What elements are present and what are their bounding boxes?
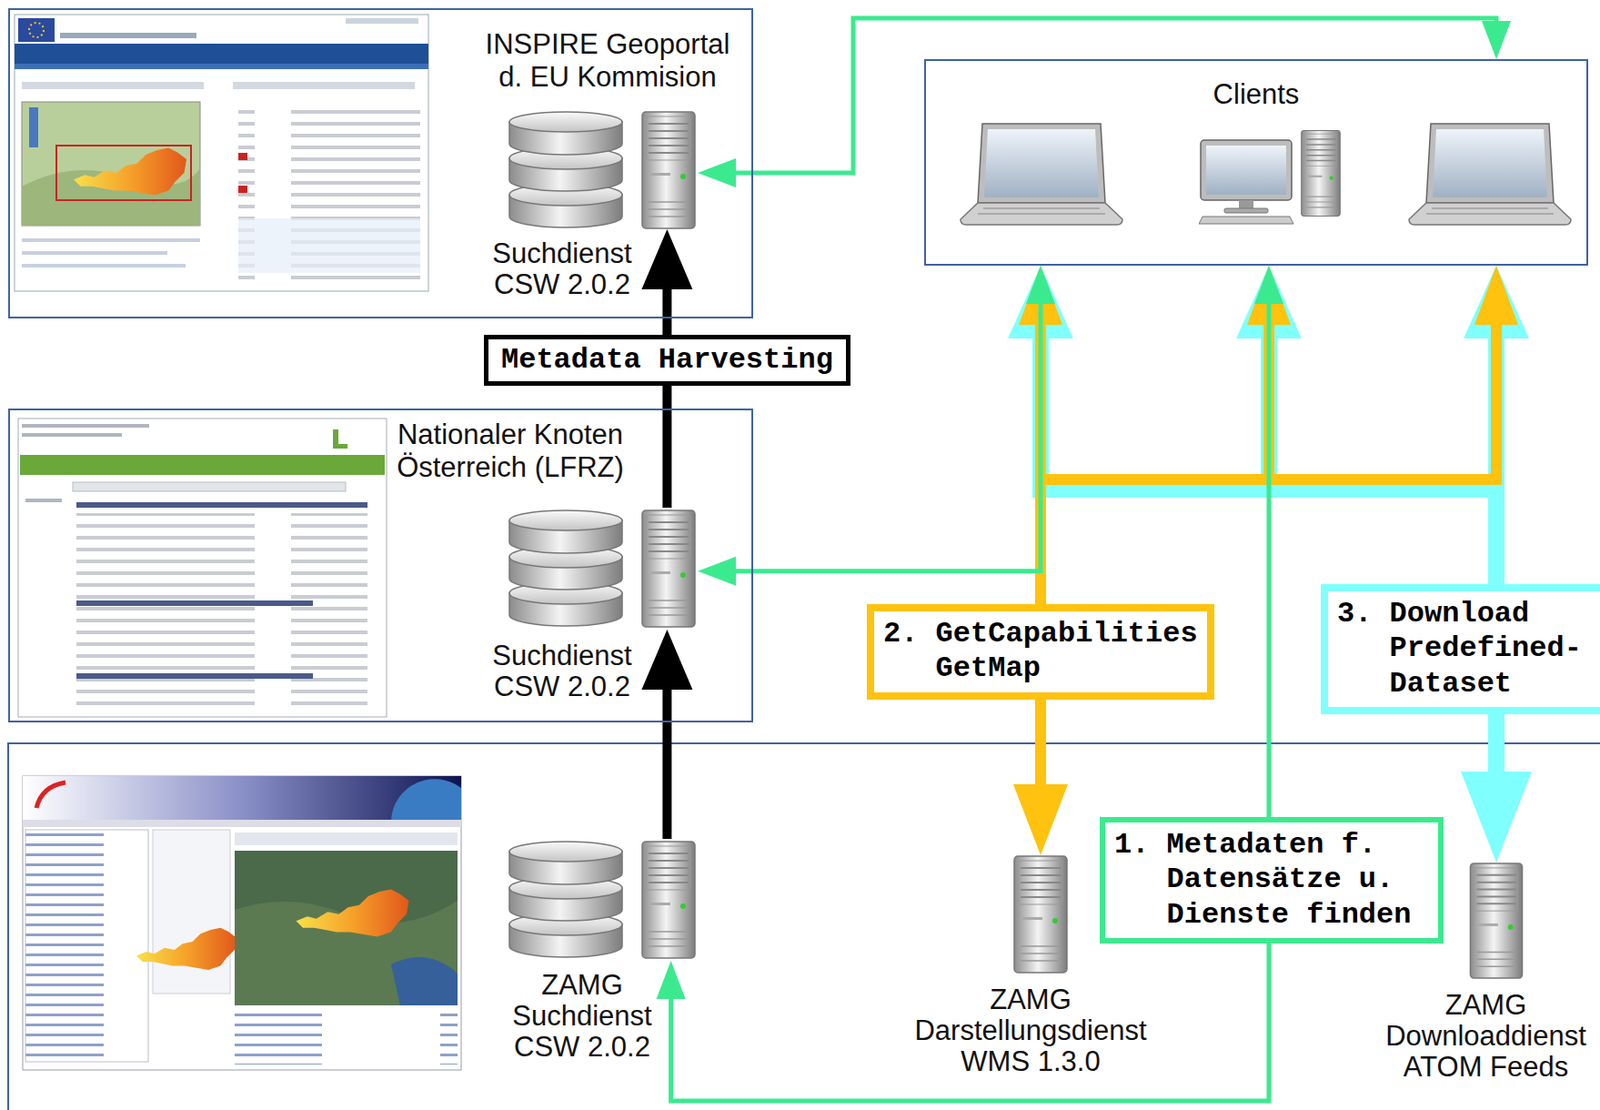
arrow-head <box>1460 771 1532 863</box>
service-label: ZAMG Suchdienst CSW 2.0.2 <box>504 969 660 1063</box>
service-label: Suchdienst CSW 2.0.2 <box>484 640 640 703</box>
connector-line <box>662 287 672 508</box>
database-icon <box>509 841 623 957</box>
desktop-icon <box>1198 130 1340 224</box>
arrow-head <box>641 229 693 290</box>
connector <box>697 265 1056 586</box>
download-branches <box>1007 265 1497 490</box>
search-service: Suchdienst CSW 2.0.2 <box>506 109 698 230</box>
node-title: Nationaler Knoten Österreich (LFRZ) <box>387 418 634 484</box>
service-label: ZAMG Downloaddienst ATOM Feeds <box>1378 989 1593 1083</box>
edge-label: 3. Download Predefined-Dataset <box>1320 583 1600 715</box>
arrow-head <box>1026 265 1056 304</box>
server-icons <box>509 111 1523 978</box>
portal-panel: Nationaler Knoten Österreich (LFRZ) Suchd… <box>8 408 754 723</box>
connector-line <box>662 687 672 839</box>
database-icon <box>509 510 623 626</box>
portal-panel: INSPIRE Geoportal d. EU KommisionSuchdie… <box>8 8 754 319</box>
search-service: ZAMG Suchdienst CSW 2.0.2 <box>506 838 698 961</box>
edge-label: Metadata Harvesting <box>483 334 851 386</box>
laptop-icon <box>1408 123 1571 225</box>
arrow-head <box>697 158 736 188</box>
zamg-portal-screenshot <box>22 775 462 1070</box>
arrow-head <box>641 629 693 690</box>
node-title: Clients <box>925 78 1587 111</box>
connector-line <box>671 301 1269 1101</box>
client-group: Clients <box>924 59 1589 266</box>
view-service: ZAMG Darstellungsdienst WMS 1.3.0 <box>1013 855 1068 974</box>
search-service: Suchdienst CSW 2.0.2 <box>506 507 698 630</box>
arrow-head <box>1481 20 1511 60</box>
arrow-head <box>1013 784 1068 856</box>
server-icon <box>642 841 695 958</box>
edge-label: 1. Metadaten f. Datensätze u. Dienste fi… <box>1099 816 1444 944</box>
node-title: INSPIRE Geoportal d. EU Kommision <box>475 28 740 94</box>
connector <box>656 265 1284 1101</box>
service-label: ZAMG Darstellungsdienst WMS 1.3.0 <box>907 984 1154 1077</box>
server-icon <box>1014 855 1067 973</box>
service-label: Suchdienst CSW 2.0.2 <box>484 238 640 301</box>
arrow-head <box>656 960 686 999</box>
eu-portal-screenshot <box>14 14 429 292</box>
arrow-head <box>697 556 736 586</box>
national-node-screenshot <box>18 418 387 717</box>
download-service: ZAMG Downloaddienst ATOM Feeds <box>1469 862 1524 979</box>
edge-label: 2. GetCapabilities GetMap <box>866 603 1215 700</box>
connector <box>697 18 1511 188</box>
database-icon <box>509 111 623 228</box>
client-icons <box>960 123 1571 225</box>
laptop-icon <box>960 123 1123 225</box>
server-icon <box>642 111 695 229</box>
arrow-head <box>1254 265 1284 304</box>
zamg-band <box>8 743 1600 1110</box>
server-icon <box>1469 863 1522 978</box>
connector <box>641 629 693 839</box>
server-icon <box>642 510 695 627</box>
view-branches <box>1040 265 1519 480</box>
harvest-layer <box>641 229 693 839</box>
discovery-layer <box>656 18 1511 1101</box>
connector-line <box>734 18 1497 173</box>
